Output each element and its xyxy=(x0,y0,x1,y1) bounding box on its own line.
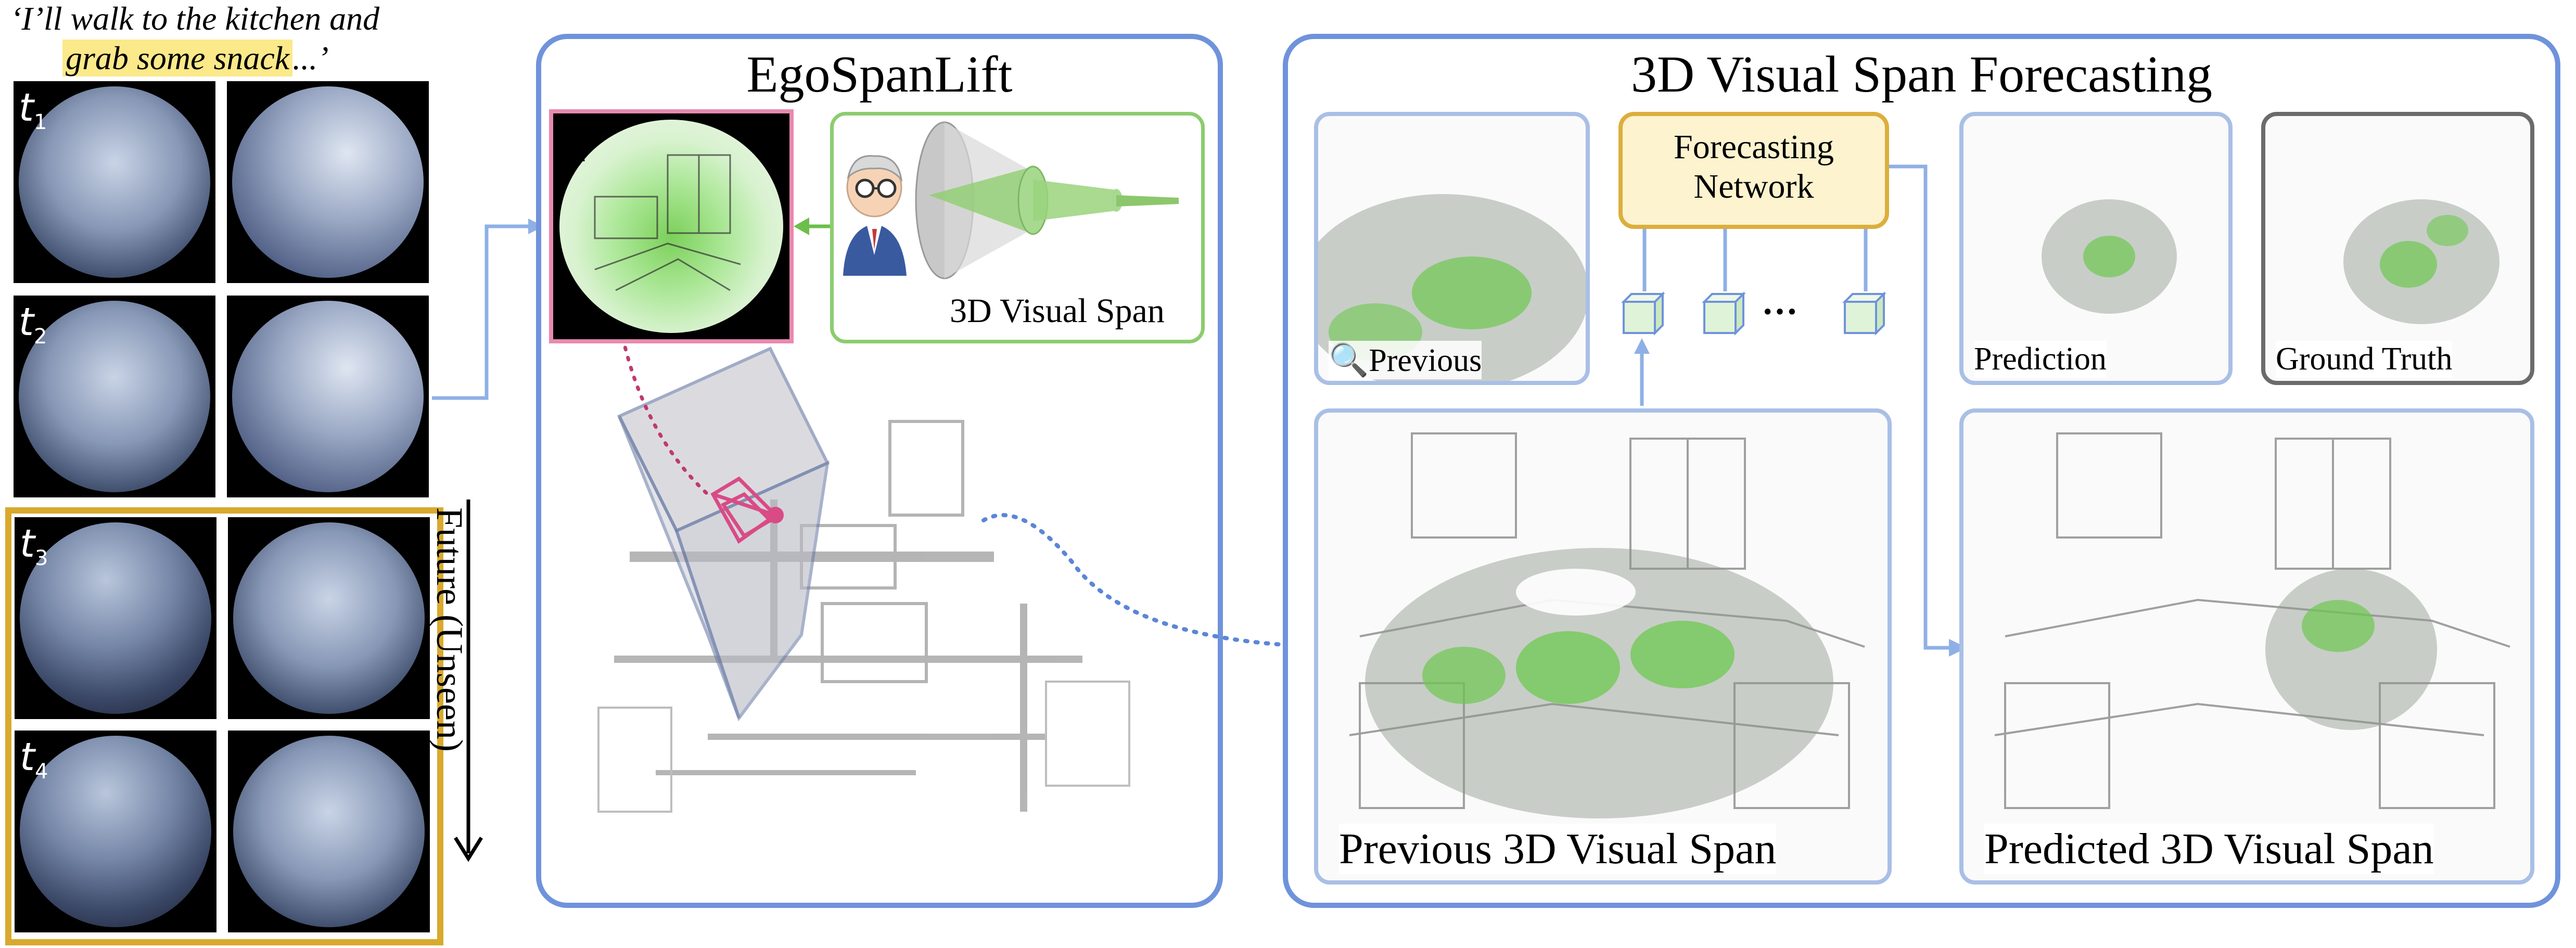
forecasting-title: 3D Visual Span Forecasting xyxy=(1630,45,2213,103)
egospanlift-inset: t2 xyxy=(549,109,794,343)
quote-line-2: grab some snack...’ xyxy=(62,40,329,76)
frame-t2-left: t2 xyxy=(10,292,219,501)
pointcloud-scene xyxy=(597,343,1130,813)
timestep-label-t1: t1 xyxy=(19,85,47,134)
previous-span-box: Previous 3D Visual Span xyxy=(1314,408,1892,885)
future-label-text: Future (Unseen) xyxy=(429,507,470,752)
prediction-box: Prediction xyxy=(1959,112,2233,385)
quote-text-1: ‘I’ll walk to the kitchen and xyxy=(10,0,380,37)
fisheye-image xyxy=(20,736,211,927)
previous-caption: 🔍Previous xyxy=(1329,341,1482,379)
quote-line-1: ‘I’ll walk to the kitchen and xyxy=(10,2,379,35)
search-icon: 🔍 xyxy=(1329,341,1369,379)
predicted-scene-sketch xyxy=(1994,432,2510,809)
previous-zoom-box: 🔍Previous xyxy=(1314,112,1590,385)
predicted-span-caption: Predicted 3D Visual Span xyxy=(1984,824,2434,874)
green-span-cloud xyxy=(1516,631,1620,704)
frame-t3-left: t3 xyxy=(11,514,220,722)
prediction-caption: Prediction xyxy=(1974,341,2107,378)
green-span-cloud xyxy=(2427,215,2468,246)
inset-sketch xyxy=(594,154,741,291)
frame-t4-right xyxy=(225,727,433,936)
network-label-line1: Forecasting xyxy=(1674,128,1834,166)
quote-text-2: ...’ xyxy=(292,40,329,76)
fisheye-image xyxy=(19,86,210,278)
timestep-label-t2: t2 xyxy=(19,300,47,349)
timestep-label-t4: t4 xyxy=(20,735,48,784)
embedding-cube xyxy=(1702,291,1746,336)
dotted-arrow-to-previous-span xyxy=(981,513,1311,657)
forecasting-network-box: Forecasting Network xyxy=(1618,112,1889,229)
fisheye-image xyxy=(232,86,424,278)
predicted-span-box: Predicted 3D Visual Span xyxy=(1959,408,2534,885)
green-span-cloud xyxy=(2302,600,2375,652)
quote-highlight: grab some snack xyxy=(62,40,293,76)
egospanlift-title: EgoSpanLift xyxy=(746,45,1013,103)
ground-truth-caption: Ground Truth xyxy=(2276,341,2453,378)
fisheye-image xyxy=(20,522,211,714)
visual-span-label: 3D Visual Span xyxy=(950,292,1165,330)
fisheye-image xyxy=(232,301,424,492)
connector-t2-to-egospanlift xyxy=(432,219,544,400)
green-span-cloud xyxy=(1412,257,1532,329)
future-arrow xyxy=(454,499,483,862)
network-label-line2: Network xyxy=(1693,167,1814,206)
frame-t1-right xyxy=(224,78,432,286)
network-to-prediction-arrow xyxy=(1889,164,1967,657)
gray-span-cloud xyxy=(1516,569,1636,616)
network-connections xyxy=(1642,229,1868,291)
fisheye-image xyxy=(233,736,425,927)
fisheye-image xyxy=(19,301,210,492)
green-span-cloud xyxy=(2083,236,2135,277)
frame-t1-left: t1 xyxy=(10,78,219,286)
embedding-cube xyxy=(1842,291,1886,336)
frame-t2-right xyxy=(224,292,432,501)
ground-truth-box: Ground Truth xyxy=(2261,112,2534,385)
future-box xyxy=(5,507,443,945)
up-arrow-to-cubes xyxy=(1634,338,1650,406)
cube-ellipsis: ··· xyxy=(1762,292,1799,332)
previous-span-caption: Previous 3D Visual Span xyxy=(1339,824,1777,874)
fisheye-image xyxy=(233,522,425,714)
inset-timestep-label: t2 xyxy=(558,118,587,166)
green-span-cloud xyxy=(1630,621,1735,688)
embedding-cube xyxy=(1621,291,1665,336)
green-span-cloud xyxy=(1422,647,1506,704)
green-span-cloud xyxy=(2380,241,2437,288)
timestep-label-t3: t3 xyxy=(20,521,48,570)
previous-scene-sketch xyxy=(1349,432,1865,809)
frame-t4-left: t4 xyxy=(11,727,220,936)
frame-t3-right xyxy=(225,514,433,722)
person-avatar-icon xyxy=(843,155,907,276)
visual-span-cone xyxy=(915,121,1179,279)
future-label: Future (Unseen) xyxy=(428,507,471,752)
